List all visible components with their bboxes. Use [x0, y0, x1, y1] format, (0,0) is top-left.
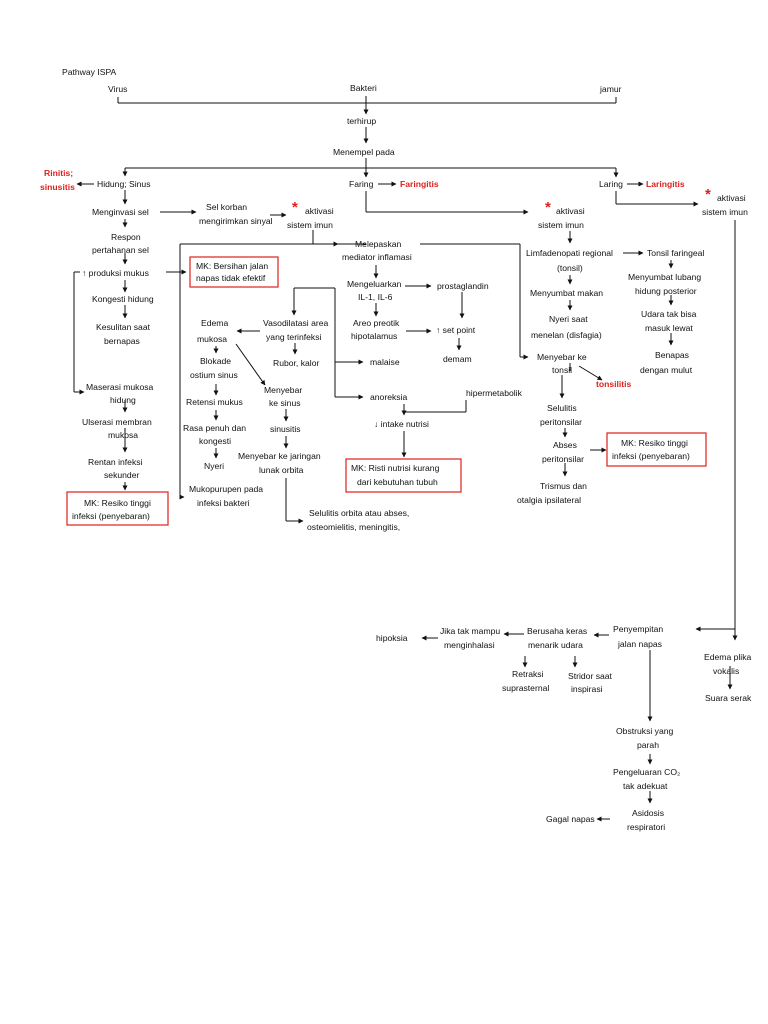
node-intake: ↓ intake nutrisi — [374, 419, 429, 429]
node-rasa: Rasa penuh dan kongesti — [183, 423, 248, 446]
node-menyumbat-makan: Menyumbat makan — [530, 288, 603, 298]
star-icon: * — [292, 199, 298, 216]
node-jika: Jika tak mampu menginhalasi — [440, 626, 503, 650]
node-kesulitan: Kesulitan saat bernapas — [96, 322, 152, 346]
node-pengeluaran: Pengeluaran CO₂ tak adekuat — [613, 767, 683, 791]
node-sel-korban: Sel korban mengirimkan sinyal — [199, 202, 273, 226]
node-laringitis: Laringitis — [646, 179, 685, 189]
node-mengeluarkan: Mengeluarkan IL-1, IL-6 — [347, 279, 404, 302]
node-jaringan: Menyebar ke jaringan lunak orbita — [238, 451, 323, 475]
node-menyebar-sinus: Menyebar ke sinus — [264, 385, 305, 408]
node-selulitis-peri: Selulitis peritonsilar — [540, 403, 582, 427]
node-retensi: Retensi mukus — [186, 397, 243, 407]
node-mukopurupen: Mukopurupen pada infeksi bakteri — [189, 484, 265, 508]
node-nyeri: Nyeri — [204, 461, 224, 471]
red-boxes — [66, 256, 707, 526]
node-faringitis: Faringitis — [400, 179, 439, 189]
node-kongesti: Kongesti hidung — [92, 294, 154, 304]
node-berusaha: Berusaha keras menarik udara — [527, 626, 590, 650]
node-retraksi: Retraksi suprasternal — [502, 669, 549, 693]
node-hipoksia: hipoksia — [376, 633, 408, 643]
node-stridor: Stridor saat inspirasi — [568, 671, 614, 694]
node-udara: Udara tak bisa masuk lewat — [641, 309, 699, 333]
node-maserasi: Maserasi mukosa hidung — [86, 382, 156, 405]
page-title: Pathway ISPA — [62, 67, 117, 77]
node-faring: Faring — [349, 179, 374, 189]
node-edema-mukosa: Edema mukosa — [197, 318, 231, 344]
box-mk-resiko-1 — [66, 491, 169, 526]
node-rubor: Rubor, kalor — [273, 358, 319, 368]
node-melepaskan: Melepaskan mediator inflamasi — [342, 239, 412, 262]
node-prostaglandin: prostaglandin — [437, 281, 489, 291]
node-menyumbat-lubang: Menyumbat lubang hidung posterior — [628, 272, 703, 296]
box-mk-nutrisi — [345, 458, 462, 493]
node-respon: Respon pertahanan sel — [92, 232, 149, 255]
box-mk-bersihan — [189, 256, 279, 288]
node-mk-resiko-1: MK: Resiko tinggi infeksi (penyebaran) — [72, 498, 153, 521]
star-icon: * — [545, 199, 551, 216]
node-anoreksia: anoreksia — [370, 392, 407, 402]
node-menempel: Menempel pada — [333, 147, 395, 157]
node-vasodilatasi: Vasodilatasi area yang terinfeksi — [263, 318, 331, 342]
node-laring: Laring — [599, 179, 623, 189]
node-malaise: malaise — [370, 357, 400, 367]
node-jamur: jamur — [599, 84, 622, 94]
node-tonsil-faringeal: Tonsil faringeal — [647, 248, 704, 258]
node-mk-bersihan: MK: Bersihan jalan napas tidak efektif — [196, 261, 271, 283]
node-blokade: Blokade ostium sinus — [190, 356, 238, 380]
node-ulserasi: Ulserasi membran mukosa — [82, 417, 154, 440]
node-penyempitan: Penyempitan jalan napas — [613, 624, 666, 649]
node-asidosis: Asidosis respiratori — [627, 808, 666, 832]
node-rinitis: Rinitis; sinusitis — [40, 168, 76, 192]
node-aktivasi-2: aktivasi sistem imun — [538, 206, 587, 230]
node-areo: Areo preotik hipotalamus — [351, 318, 402, 341]
node-selulitis-orbita: Selulitis orbita atau abses, osteomielit… — [307, 508, 412, 532]
node-gagal: Gagal napas — [546, 814, 595, 824]
node-setpoint: ↑ set point — [436, 325, 476, 335]
node-obstruksi: Obstruksi yang parah — [616, 726, 676, 750]
node-suara: Suara serak — [705, 693, 752, 703]
node-edema-plika: Edema plika vokalis — [704, 652, 754, 676]
labels: Pathway ISPA Virus Bakteri jamur terhiru… — [40, 67, 754, 832]
node-terhirup: terhirup — [347, 116, 376, 126]
node-aktivasi-1: aktivasi sistem imun — [287, 206, 336, 230]
node-menginvasi: Menginvasi sel — [92, 207, 149, 217]
node-menyebar-tonsil: Menyebar ke tonsil — [537, 352, 589, 375]
connectors — [73, 96, 738, 822]
node-mk-resiko-2: MK: Resiko tinggi infeksi (penyebaran) — [612, 438, 690, 461]
node-benapas: Benapas dengan mulut — [640, 350, 693, 375]
node-demam: demam — [443, 354, 472, 364]
node-limfadenopati: Limfadenopati regional (tonsil) — [526, 248, 615, 273]
node-hidung: Hidung; Sinus — [97, 179, 151, 189]
star-icon: * — [705, 186, 711, 203]
node-tonsilitis: tonsilitis — [596, 379, 632, 389]
node-bakteri: Bakteri — [350, 83, 377, 93]
node-virus: Virus — [108, 84, 127, 94]
node-rentan: Rentan infeksi sekunder — [88, 457, 145, 480]
node-hipermetabolik: hipermetabolik — [466, 388, 523, 398]
node-trismus: Trismus dan otalgia ipsilateral — [517, 481, 589, 505]
node-sinusitis: sinusitis — [270, 424, 301, 434]
box-mk-resiko-2 — [606, 432, 707, 467]
node-nyeri-menelan: Nyeri saat menelan (disfagia) — [531, 314, 602, 340]
node-produksi: ↑ produksi mukus — [82, 268, 149, 278]
node-abses: Abses peritonsilar — [542, 440, 584, 464]
node-aktivasi-3: aktivasi sistem imun — [702, 193, 748, 217]
node-mk-nutrisi: MK: Risti nutrisi kurang dari kebutuhan … — [351, 463, 442, 487]
